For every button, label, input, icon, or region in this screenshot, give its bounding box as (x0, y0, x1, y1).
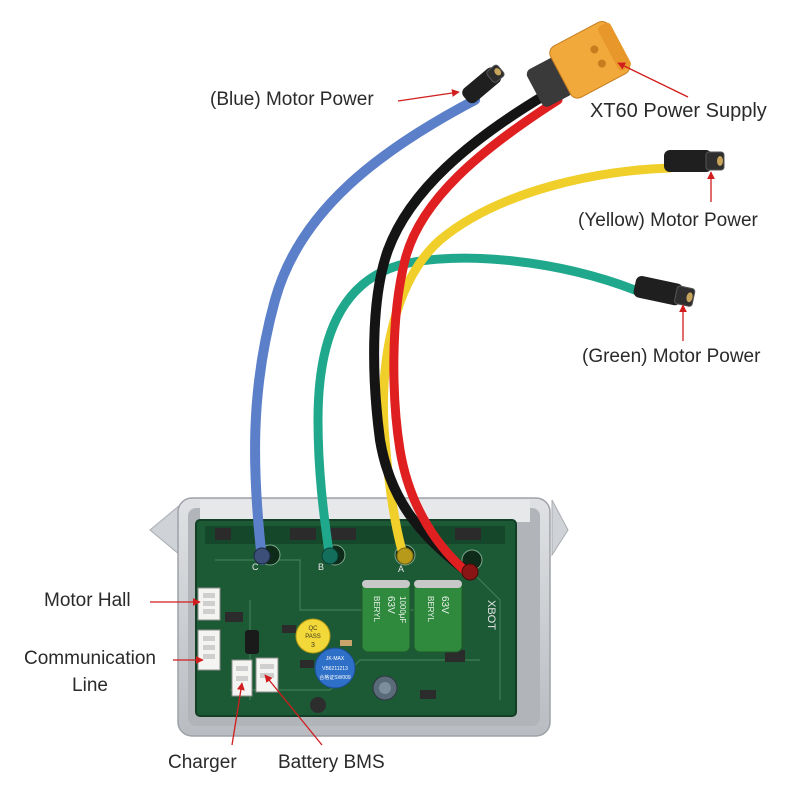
blue-sticker: JK-MAX VB6211213 合格证SW009 (314, 647, 356, 689)
phase-b-marking: B (318, 562, 324, 572)
connector-charger (231, 659, 253, 697)
label-communication-line-2: Line (72, 674, 108, 696)
xt60-connector (526, 21, 631, 107)
brand-marking: XBOT (485, 600, 497, 630)
phase-c-marking: C (252, 562, 259, 572)
capacitor-left-brand: BERYL (372, 596, 381, 623)
arrow-battery-bms (264, 674, 323, 746)
label-charger: Charger (168, 752, 237, 773)
capacitor-left: BERYL 63V 1000μF (361, 579, 411, 653)
connector-communication (197, 629, 221, 671)
bullet-connector-green (633, 275, 696, 307)
blue-sticker-line1: JK-MAX (326, 656, 345, 662)
capacitor-right: BERYL 63V (413, 579, 463, 653)
wire-blue (250, 95, 480, 565)
label-battery-bms: Battery BMS (278, 752, 385, 773)
label-communication-line: Communication Line (12, 648, 168, 698)
capacitor-left-capacity: 1000μF (398, 596, 407, 623)
capacitor-right-brand: BERYL (426, 596, 435, 623)
blue-sticker-line3: 合格证SW009 (319, 674, 351, 681)
label-arrows (150, 62, 715, 746)
label-green-motor-power: (Green) Motor Power (582, 346, 761, 367)
qc-pass-sticker: QC PASS 3 (295, 618, 331, 654)
arrow-charger (231, 682, 245, 746)
qc-line3: 3 (311, 642, 315, 649)
qc-line1: QC (309, 626, 319, 632)
wire-red (389, 95, 563, 580)
capacitor-left-voltage: 63V (385, 596, 396, 614)
arrow-blue-motor-power (397, 89, 460, 102)
label-communication-line-1: Communication (24, 648, 156, 669)
label-xt60-power-supply: XT60 Power Supply (590, 100, 767, 122)
connector-motor-hall (197, 587, 221, 621)
label-yellow-motor-power: (Yellow) Motor Power (578, 210, 758, 231)
wire-black (369, 90, 550, 575)
wire-terminals (253, 547, 479, 581)
phase-a-marking: A (398, 564, 404, 574)
bullet-connector-blue (462, 64, 505, 104)
bullet-connector-yellow (664, 150, 725, 172)
wire-green (313, 253, 645, 565)
capacitor-right-voltage: 63V (439, 596, 450, 614)
blue-sticker-line2: VB6211213 (322, 666, 348, 672)
label-blue-motor-power: (Blue) Motor Power (210, 89, 374, 110)
qc-line2: PASS (305, 634, 321, 640)
arrow-xt60-power-supply (617, 62, 689, 98)
label-motor-hall: Motor Hall (44, 590, 131, 611)
